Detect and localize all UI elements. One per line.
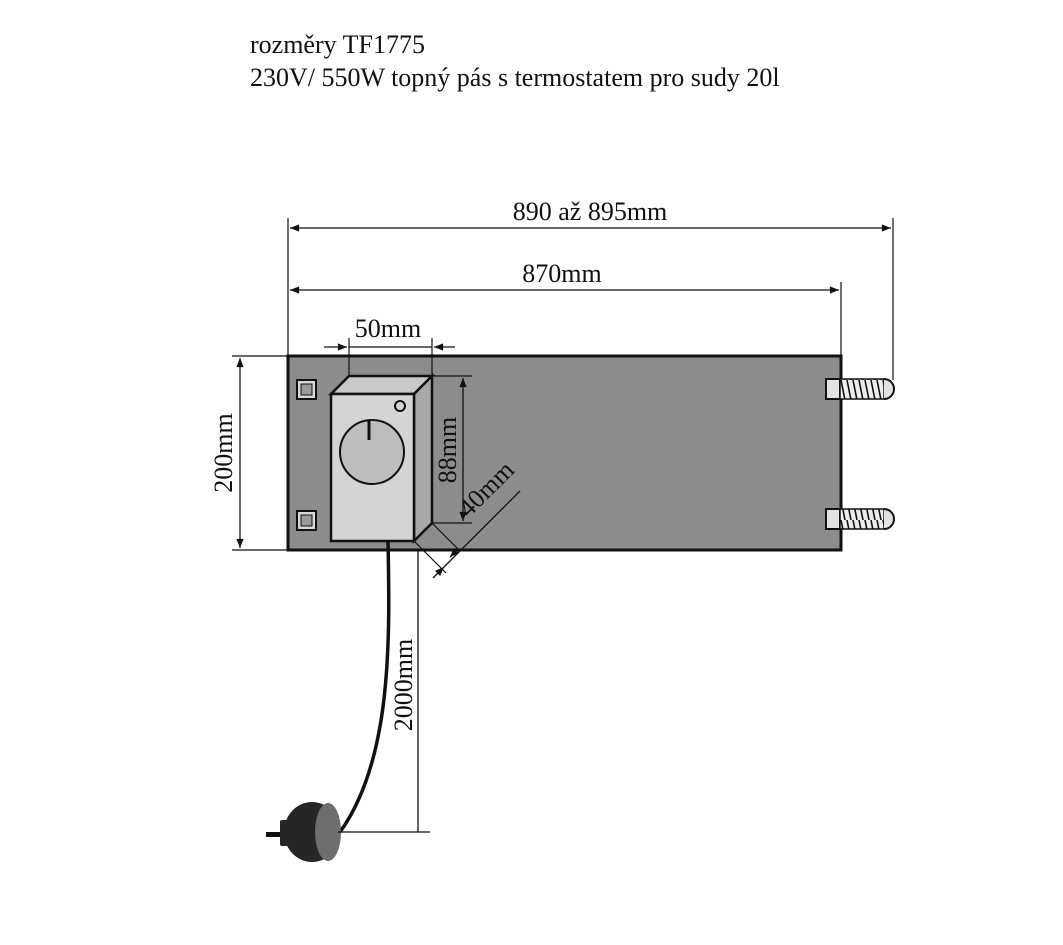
dim-thermostat-width-label: 50mm	[355, 314, 421, 343]
tension-spring-bottom	[825, 508, 895, 530]
thermostat-indicator-light	[394, 400, 406, 412]
dim-thermostat-height: 88mm	[432, 375, 472, 524]
diagram-heading: rozměry TF1775 230V/ 550W topný pás s te…	[250, 28, 780, 94]
heading-description: 230V/ 550W topný pás s termostatem pro s…	[250, 63, 780, 92]
thermostat-box	[327, 372, 436, 545]
power-plug	[266, 802, 341, 862]
dim-band-height: 200mm	[209, 355, 288, 551]
heading-model: rozměry TF1775	[250, 30, 425, 59]
dim-cable-length: 2000mm	[338, 550, 430, 833]
dim-thermostat-width: 50mm	[324, 314, 455, 376]
thermostat-knob	[339, 419, 405, 485]
mounting-hole-top	[296, 379, 317, 400]
dim-cable-length-label: 2000mm	[389, 639, 418, 731]
mounting-hole-bottom	[296, 510, 317, 531]
dim-thermostat-height-label: 88mm	[433, 417, 462, 483]
dim-band-length-label: 870mm	[522, 259, 601, 288]
power-cable	[338, 540, 391, 834]
dim-band-height-label: 200mm	[209, 413, 238, 492]
thermostat-side-face	[412, 372, 434, 545]
dim-overall-length: 890 až 895mm	[287, 197, 894, 380]
tension-spring-top	[825, 378, 895, 400]
dim-band-length: 870mm	[289, 259, 842, 356]
dim-overall-length-label: 890 až 895mm	[513, 197, 668, 226]
